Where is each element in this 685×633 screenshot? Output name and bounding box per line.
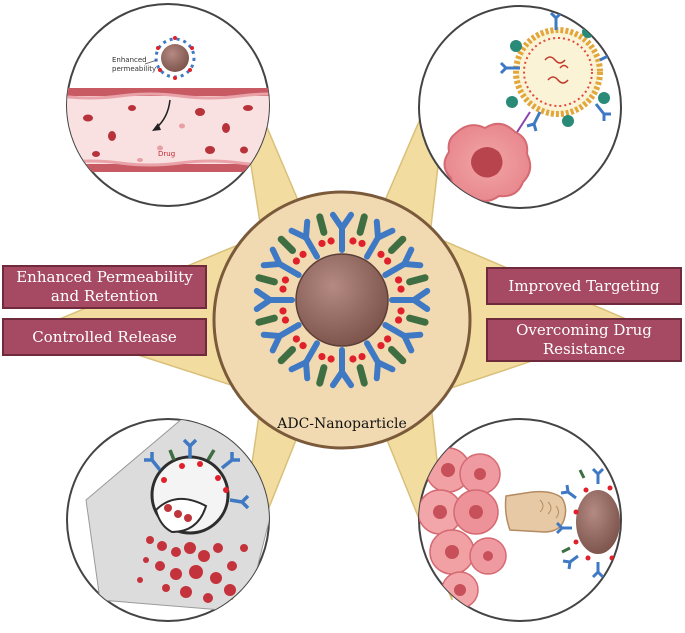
controlled-release-panel: [66, 418, 270, 622]
payload: [279, 307, 287, 315]
linker: [387, 345, 407, 365]
linker: [255, 274, 278, 286]
antibody: [364, 340, 396, 382]
payload: [327, 355, 335, 363]
epr-panel: Enhanced permeability Drug: [66, 3, 270, 207]
antibody: [288, 218, 320, 260]
label-improved-targeting: Improved Targeting: [486, 267, 682, 305]
nanoparticle-core: [295, 253, 389, 347]
antibody: [329, 347, 355, 389]
payload: [318, 352, 326, 361]
linker: [255, 314, 278, 326]
label-resistance-line2: Resistance: [542, 340, 626, 358]
linker: [406, 274, 429, 286]
center-nanoparticle: [253, 211, 431, 389]
liposome: [513, 27, 603, 117]
mini-nanoparticle: [154, 36, 196, 80]
payload: [327, 237, 335, 245]
label-resistance-line1: Overcoming Drug: [516, 321, 652, 339]
payload: [349, 355, 357, 363]
label-epr-line1: Enhanced Permeability: [16, 268, 193, 286]
payload: [394, 316, 403, 324]
linker: [316, 213, 328, 236]
antibody: [288, 340, 320, 382]
linker: [406, 314, 429, 326]
linker: [356, 364, 368, 387]
antibody: [389, 287, 431, 313]
red-blood-cells: [83, 105, 253, 162]
resistance-panel: [418, 418, 622, 622]
payload: [318, 239, 326, 248]
released-drug-particles: [137, 536, 248, 603]
antibody: [382, 246, 424, 278]
payload: [299, 250, 307, 258]
payload: [377, 250, 385, 258]
payload: [292, 335, 300, 343]
payload: [358, 239, 366, 248]
payload: [397, 307, 405, 315]
payload: [281, 276, 290, 284]
tumor-cell-cluster: [419, 447, 507, 609]
label-controlled-release: Controlled Release: [2, 318, 207, 356]
release-np: [144, 438, 250, 535]
linker: [387, 235, 407, 255]
targeting-panel: [418, 5, 622, 209]
blood-vessel: [67, 88, 269, 170]
linker: [277, 235, 297, 255]
payload: [384, 335, 392, 343]
fist-icon: [504, 490, 567, 533]
liposome-antibodies: [499, 11, 620, 132]
linker: [316, 364, 328, 387]
linker: [356, 213, 368, 236]
epr-annotation-line1: Enhanced: [112, 56, 147, 64]
label-epr-line2: and Retention: [50, 287, 159, 305]
label-controlled-release-text: Controlled Release: [32, 327, 177, 346]
label-enhanced-permeability: Enhanced Permeability and Retention: [2, 265, 207, 309]
antibody: [253, 287, 295, 313]
resistance-np: [555, 467, 621, 579]
payload: [384, 257, 392, 265]
payload: [279, 285, 287, 293]
payload: [397, 285, 405, 293]
drug-label: Drug: [158, 150, 175, 158]
label-overcoming-resistance: Overcoming Drug Resistance: [486, 318, 682, 362]
payload: [299, 342, 307, 350]
payload: [281, 316, 290, 324]
antibody: [382, 322, 424, 354]
antibody: [329, 211, 355, 253]
linker: [277, 345, 297, 365]
label-improved-targeting-text: Improved Targeting: [508, 276, 660, 295]
payload: [349, 237, 357, 245]
payload: [394, 276, 403, 284]
antibody: [364, 218, 396, 260]
payload: [358, 352, 366, 361]
center-label: ADC-Nanoparticle: [276, 416, 407, 432]
payload: [292, 257, 300, 265]
payload: [377, 342, 385, 350]
antibody: [260, 322, 302, 354]
antibody: [260, 246, 302, 278]
epr-annotation-line2: permeability: [112, 65, 156, 73]
